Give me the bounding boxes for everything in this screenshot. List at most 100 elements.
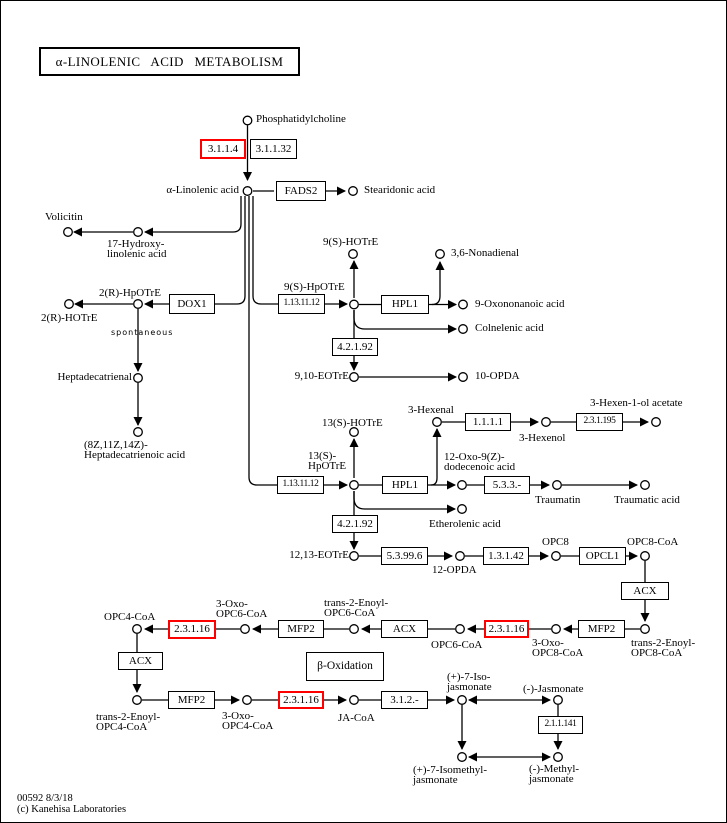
node-13s-hotre[interactable] — [349, 427, 359, 437]
node-10-opda[interactable] — [458, 372, 468, 382]
compound-label-3-oxo-opc4-coa: 3-Oxo- OPC4-CoA — [222, 710, 274, 732]
enzyme-box-1.13.11.12-13s[interactable]: 1.13.11.12 — [277, 476, 324, 494]
enzyme-box-5.3.99.6[interactable]: 5.3.99.6 — [381, 547, 428, 565]
compound-label-iso-jasmonate: (+)-7-Iso- jasmonate — [447, 671, 492, 693]
compound-label-phosphatidylcholine: Phosphatidylcholine — [256, 113, 346, 125]
compound-label-36-nonadienal: 3,6-Nonadienal — [451, 247, 520, 259]
node-2r-hpotre[interactable] — [133, 299, 143, 309]
node-9-oxononanoic-acid[interactable] — [458, 299, 468, 310]
enzyme-box-fads2[interactable]: FADS2 — [276, 181, 326, 201]
compound-label-1213-eotre: 12,13-EOTrE — [289, 549, 349, 561]
node-trans-2-enoyl-opc8-coa[interactable] — [640, 624, 650, 634]
node-9s-hpotre[interactable] — [349, 299, 359, 310]
compound-label-3-oxo-opc8-coa: 3-Oxo- OPC8-CoA — [532, 637, 584, 659]
node-volicitin[interactable] — [63, 227, 73, 237]
node-9s-hotre[interactable] — [348, 249, 358, 259]
compound-label-traumatin: Traumatin — [535, 494, 581, 506]
compound-label-910-eotre: 9,10-EOTrE — [294, 370, 349, 382]
compound-label-trans-2-enoyl-opc6-coa: trans-2-Enoyl- OPC6-CoA — [324, 597, 389, 619]
node-traumatin[interactable] — [552, 480, 562, 490]
enzyme-box-mfp2-middle[interactable]: MFP2 — [278, 620, 324, 638]
node-opc6-coa[interactable] — [455, 624, 465, 634]
node-stearidonic-acid[interactable] — [348, 186, 358, 196]
node-opc8-coa[interactable] — [640, 551, 650, 561]
enzyme-box-dox1[interactable]: DOX1 — [169, 294, 215, 314]
enzyme-box-mfp2-bottom[interactable]: MFP2 — [168, 691, 215, 709]
copyright: (c) Kanehisa Laboratories — [17, 804, 127, 815]
enzyme-box-3.1.1.4[interactable]: 3.1.1.4 — [200, 139, 246, 159]
compound-label-opc8-coa: OPC8-CoA — [627, 536, 679, 548]
node-2r-hotre[interactable] — [64, 299, 74, 309]
enzyme-box-1.3.1.42[interactable]: 1.3.1.42 — [483, 547, 529, 565]
reaction-label-spontaneous: spontaneous — [111, 328, 174, 337]
node-13s-hpotre[interactable] — [349, 480, 359, 490]
node-3-oxo-opc8-coa[interactable] — [551, 624, 561, 634]
enzyme-box-5.3.3[interactable]: 5.3.3.- — [484, 476, 530, 494]
enzyme-box-2.3.1.16-left[interactable]: 2.3.1.16 — [168, 620, 216, 639]
node-methyl-jasmonate[interactable] — [553, 752, 563, 762]
enzyme-box-2.3.1.16-right[interactable]: 2.3.1.16 — [484, 620, 529, 638]
node-heptadecatrienal[interactable] — [133, 373, 143, 383]
node-trans-2-enoyl-opc4-coa[interactable] — [132, 695, 142, 705]
edges — [73, 125, 650, 762]
compound-label-opc4-coa: OPC4-CoA — [104, 611, 156, 623]
enzyme-box-acx-left[interactable]: ACX — [118, 652, 163, 670]
node-3-oxo-opc6-coa[interactable] — [240, 624, 250, 634]
enzyme-box-opcl1[interactable]: OPCL1 — [579, 547, 626, 565]
compound-label-9s-hpotre: 9(S)-HpOTrE — [284, 281, 345, 293]
compound-label-stearidonic-acid: Stearidonic acid — [364, 184, 436, 196]
node-opc8[interactable] — [551, 551, 561, 561]
node-1213-eotre[interactable] — [349, 551, 359, 561]
compound-label-traumatic-acid: Traumatic acid — [614, 494, 680, 506]
enzyme-box-4.2.1.92-13s[interactable]: 4.2.1.92 — [332, 515, 378, 533]
compound-label-9-oxononanoic-acid: 9-Oxononanoic acid — [475, 298, 565, 310]
node-iso-jasmonate[interactable] — [457, 695, 467, 705]
node-3-oxo-opc4-coa[interactable] — [242, 695, 252, 705]
enzyme-box-2.3.1.16-bottom[interactable]: 2.3.1.16 — [278, 691, 324, 709]
enzyme-box-2.3.1.195[interactable]: 2.3.1.195 — [576, 413, 623, 431]
node-3-hexenol[interactable] — [541, 417, 551, 427]
enzyme-box-2.1.1.141[interactable]: 2.1.1.141 — [538, 716, 583, 734]
node-phosphatidylcholine[interactable] — [242, 115, 253, 126]
node-36-nonadienal[interactable] — [435, 249, 445, 259]
node-opc4-coa[interactable] — [132, 624, 142, 634]
compound-label-9s-hotre: 9(S)-HOTrE — [323, 236, 379, 248]
enzyme-box-3.1.2[interactable]: 3.1.2.- — [381, 691, 428, 709]
node-ja-coa[interactable] — [349, 695, 359, 705]
node-17-hydroxy-linolenic-acid[interactable] — [133, 227, 143, 237]
node-heptadecatrienoic-acid[interactable] — [133, 427, 143, 437]
compound-label-3-hexen-1-ol-acetate: 3-Hexen-1-ol acetate — [590, 397, 683, 409]
node-12-opda[interactable] — [455, 551, 465, 561]
node-910-eotre[interactable] — [349, 372, 359, 382]
enzyme-box-3.1.1.32[interactable]: 3.1.1.32 — [250, 139, 297, 159]
enzyme-box-hpl1-13s[interactable]: HPL1 — [382, 476, 428, 494]
enzyme-box-mfp2-right[interactable]: MFP2 — [578, 620, 625, 638]
compound-nodes — [63, 115, 661, 762]
node-trans-2-enoyl-opc6-coa[interactable] — [349, 624, 359, 634]
compound-label-2r-hotre: 2(R)-HOTrE — [41, 312, 98, 324]
enzyme-box-acx-middle[interactable]: ACX — [381, 620, 428, 638]
compound-label-colnelenic-acid: Colnelenic acid — [475, 322, 544, 334]
enzyme-box-4.2.1.92-9s[interactable]: 4.2.1.92 — [332, 338, 378, 356]
node-colnelenic-acid[interactable] — [458, 324, 468, 334]
compound-label-heptadecatrienoic-acid: (8Z,11Z,14Z)- Heptadecatrienoic acid — [84, 439, 186, 461]
node-etherolenic-acid[interactable] — [457, 504, 467, 514]
compound-label-etherolenic-acid: Etherolenic acid — [429, 518, 501, 530]
node-alpha-linolenic-acid[interactable] — [242, 186, 253, 196]
node-3-hexenal[interactable] — [432, 417, 442, 427]
node-3-hexen-1-ol-acetate[interactable] — [651, 417, 661, 427]
node-jasmonate[interactable] — [553, 695, 563, 705]
compound-label-isomethyl-jasmonate: (+)-7-Isomethyl- jasmonate — [413, 764, 488, 786]
enzyme-box-1.1.1.1[interactable]: 1.1.1.1 — [465, 413, 511, 431]
node-isomethyl-jasmonate[interactable] — [457, 752, 467, 762]
pathway-link-beta-oxidation[interactable]: β-Oxidation — [306, 652, 384, 681]
enzyme-box-acx-right[interactable]: ACX — [621, 582, 669, 600]
enzyme-box-1.13.11.12-9s[interactable]: 1.13.11.12 — [278, 294, 325, 314]
compound-label-trans-2-enoyl-opc4-coa: trans-2-Enoyl- OPC4-CoA — [96, 711, 161, 733]
node-traumatic-acid[interactable] — [640, 480, 650, 490]
enzyme-box-hpl1-9s[interactable]: HPL1 — [381, 295, 429, 314]
compound-label-trans-2-enoyl-opc8-coa: trans-2-Enoyl- OPC8-CoA — [631, 637, 696, 659]
node-12-oxo-dodecenoic-acid[interactable] — [457, 480, 467, 490]
compound-label-methyl-jasmonate: (-)-Methyl- jasmonate — [529, 763, 580, 785]
